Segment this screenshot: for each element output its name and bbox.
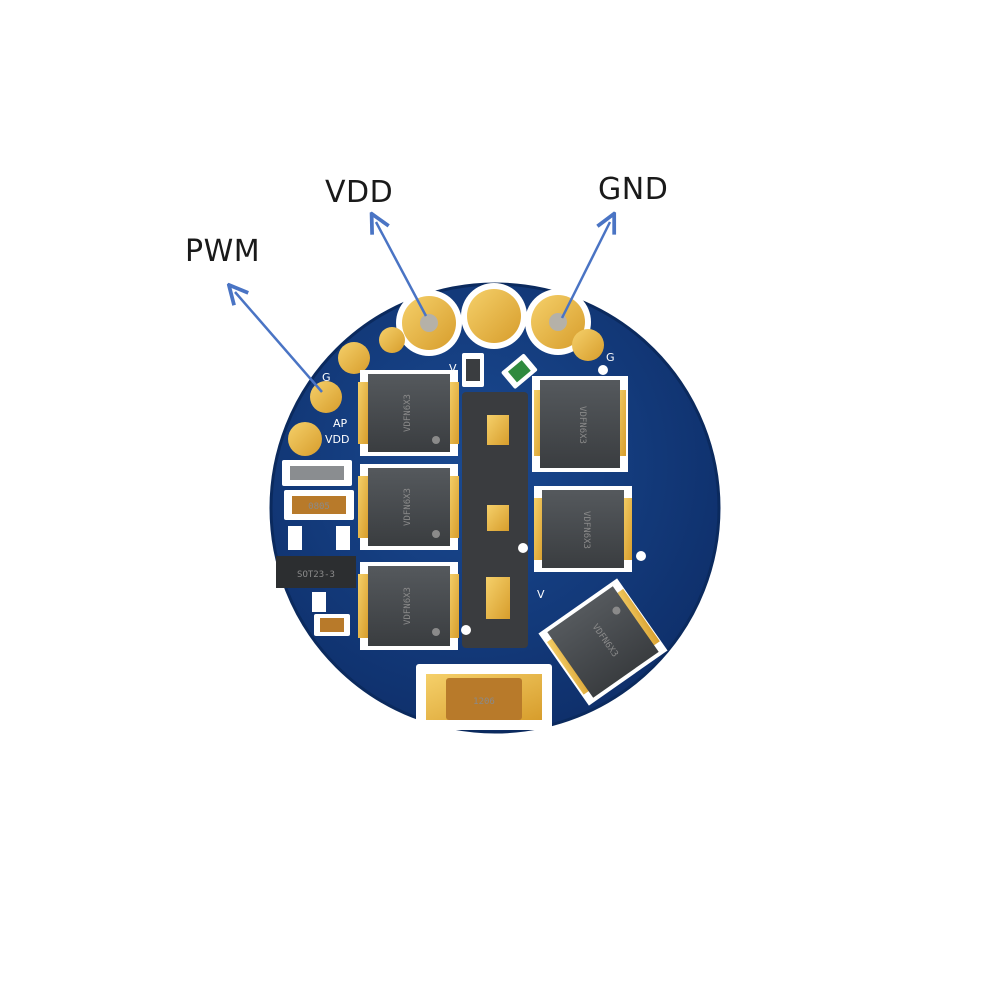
vdd-arrow xyxy=(376,222,428,317)
g-pad xyxy=(338,342,370,374)
silk-v-mid: V xyxy=(537,588,545,601)
mosfet-right-2-mark: VDFN6X3 xyxy=(581,511,591,549)
regulator-sot23: SOT23-3 xyxy=(276,556,356,636)
mosfet-right-1-mark: VDFN6X3 xyxy=(577,406,587,444)
mosfet-left-2-mark: VDFN6X3 xyxy=(403,488,413,526)
mosfet-left-3-mark: VDFN6X3 xyxy=(403,587,413,625)
silk-v-top: V xyxy=(449,362,457,375)
top-small-components xyxy=(462,353,538,389)
silk-vdd: VDD xyxy=(325,433,349,446)
silk-dots xyxy=(461,365,646,635)
regulator-mark: SOT23-3 xyxy=(297,570,335,580)
left-passives: 0805 xyxy=(282,460,354,550)
center-strip xyxy=(462,392,528,648)
mosfet-left-1: VDFN6X3 xyxy=(358,370,459,456)
gnd-arrow xyxy=(560,222,610,319)
mosfet-right-3: VDFN6X3 xyxy=(538,578,668,706)
pwm-label: PWM xyxy=(185,234,261,269)
mosfet-right-2: VDFN6X3 xyxy=(534,486,632,572)
mosfet-left-2: VDFN6X3 xyxy=(358,464,459,550)
silk-g-small: G xyxy=(322,371,331,384)
small-vdd-pad xyxy=(288,422,322,456)
vdd-label: VDD xyxy=(325,175,394,210)
pwm-arrow xyxy=(235,292,323,393)
mosfet-left-1-mark: VDFN6X3 xyxy=(403,394,413,432)
cap-1206: 1206 xyxy=(416,664,552,730)
mosfet-right-1: VDFN6X3 xyxy=(532,376,628,472)
silk-ap: AP xyxy=(333,417,348,430)
silk-g-top: G xyxy=(606,351,615,364)
through-hole-pads xyxy=(379,283,604,361)
cap-0805-mark: 0805 xyxy=(308,502,330,512)
gnd-label: GND xyxy=(598,172,669,207)
mosfet-left-3: VDFN6X3 xyxy=(358,562,459,650)
pwm-pad xyxy=(310,381,342,413)
cap-1206-mark: 1206 xyxy=(473,697,495,707)
